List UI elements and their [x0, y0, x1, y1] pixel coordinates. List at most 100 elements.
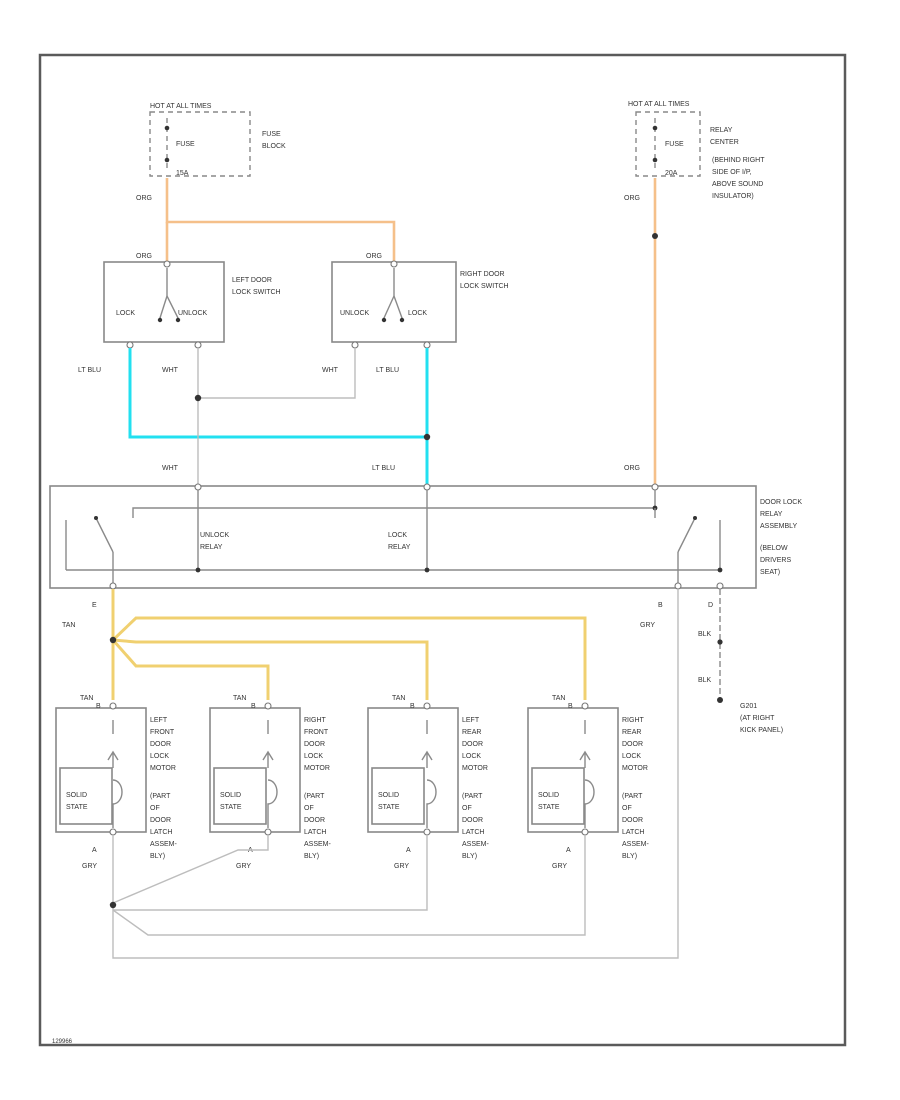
- ground-note-1: (AT RIGHT: [740, 715, 775, 722]
- motor-right-front: SOLID STATE RIGHT FRONT DOOR LOCK MOTOR …: [209, 702, 332, 870]
- fuse-left-amp: 15A: [176, 170, 189, 177]
- part-of-1: (PART: [304, 793, 325, 800]
- part-of-2: OF: [304, 805, 314, 812]
- relay-pin-org: [651, 483, 659, 491]
- ground-circuit: BLK BLK G201 (AT RIGHT KICK PANEL): [698, 589, 783, 734]
- wht-wire-right: [198, 348, 356, 399]
- gry-wire-motor-4: [112, 835, 586, 936]
- left-door-lock-switch: LOCK UNLOCK LEFT DOOR LOCK SWITCH: [103, 260, 281, 349]
- fuse-right-label: FUSE: [665, 141, 684, 148]
- motor-coil: [112, 779, 123, 828]
- relay-node-ground: [717, 567, 723, 573]
- lock-relay-contact-pivot: [693, 516, 697, 520]
- part-of-1: (PART: [462, 793, 483, 800]
- relay-assembly-name-3: ASSEMBLY: [760, 523, 798, 530]
- part-of-4: LATCH: [462, 829, 484, 836]
- left-switch-box: [103, 261, 225, 343]
- motor-name-2: FRONT: [150, 729, 175, 736]
- gry-label-relay: GRY: [640, 622, 655, 629]
- part-of-2: OF: [622, 805, 632, 812]
- left-switch-name-1: LEFT DOOR: [232, 277, 272, 284]
- motor-name-1: RIGHT: [622, 717, 645, 724]
- relay-pin-d-label: D: [708, 602, 713, 609]
- part-of-6: BLY): [304, 853, 319, 860]
- part-of-1: (PART: [622, 793, 643, 800]
- part-of-6: BLY): [622, 853, 637, 860]
- motor-name-3: DOOR: [622, 741, 643, 748]
- solid-state-module: [59, 767, 113, 825]
- unlock-relay-label-1: UNLOCK: [200, 532, 230, 539]
- motor-name-1: LEFT: [462, 717, 480, 724]
- relay-pin-b-label: B: [658, 602, 663, 609]
- fuse-right-terminal-bottom: [652, 157, 658, 163]
- relay-pin-b: [674, 582, 682, 590]
- relay-center-label-2: CENTER: [710, 139, 739, 146]
- motor-feed: [579, 720, 591, 768]
- part-of-6: BLY): [150, 853, 165, 860]
- motor-pin-a-label: A: [92, 847, 97, 854]
- left-switch-blade-unlock: [166, 295, 179, 319]
- motor-name-4: LOCK: [150, 753, 169, 760]
- part-of-2: OF: [150, 805, 160, 812]
- relay-center-note-4: INSULATOR): [712, 193, 754, 200]
- solid-state-2: STATE: [66, 804, 88, 811]
- gry-label-motor: GRY: [236, 863, 251, 870]
- motor-left-front: SOLID STATE LEFT FRONT DOOR LOCK MOTOR (…: [55, 702, 178, 870]
- part-of-5: ASSEM-: [304, 841, 332, 848]
- motor-name-2: FRONT: [304, 729, 329, 736]
- part-of-5: ASSEM-: [150, 841, 178, 848]
- relay-center-note-2: SIDE OF I/P,: [712, 169, 752, 176]
- tan-label-motor-1: TAN: [80, 695, 93, 702]
- tan-wire-right-rear: [111, 616, 587, 700]
- motor-feed: [262, 720, 274, 768]
- motor-name-4: LOCK: [622, 753, 641, 760]
- relay-assembly-box: [49, 485, 757, 589]
- relay-pin-e: [109, 582, 117, 590]
- fuse-right-terminal-top: [652, 125, 658, 131]
- gry-label-motor: GRY: [82, 863, 97, 870]
- motor-right-rear: SOLID STATE RIGHT REAR DOOR LOCK MOTOR (…: [527, 702, 650, 870]
- gry-splice: [109, 901, 117, 909]
- org-label-relay: ORG: [624, 465, 640, 472]
- lock-relay-contact: [677, 517, 696, 553]
- right-switch-contact-unlock: [381, 317, 387, 323]
- wht-label-right: WHT: [322, 367, 339, 374]
- gry-wire-motor-3: [113, 835, 428, 911]
- motor-name-4: LOCK: [304, 753, 323, 760]
- wht-label-left: WHT: [162, 367, 179, 374]
- unlock-relay-contact: [95, 517, 114, 553]
- motor-name-1: RIGHT: [304, 717, 327, 724]
- switch-output-wires: LT BLU WHT WHT LT BLU WHT LT BLU: [78, 348, 431, 484]
- solid-state-module: [371, 767, 425, 825]
- right-switch-name-1: RIGHT DOOR: [460, 271, 505, 278]
- part-of-1: (PART: [150, 793, 171, 800]
- door-lock-relay-assembly: UNLOCK RELAY LOCK RELAY DOOR LOCK RELAY …: [49, 483, 802, 609]
- solid-state-1: SOLID: [538, 792, 559, 799]
- diagram-frame: [38, 53, 847, 1047]
- unlock-relay-contact-pivot: [94, 516, 98, 520]
- part-of-4: LATCH: [304, 829, 326, 836]
- left-switch-pin-in: [163, 260, 171, 268]
- right-switch-pos-unlock: UNLOCK: [340, 310, 370, 317]
- lt-blu-label-right: LT BLU: [376, 367, 399, 374]
- motor-name-4: LOCK: [462, 753, 481, 760]
- tan-label-motor-3: TAN: [392, 695, 405, 702]
- left-switch-blade-lock: [159, 295, 168, 319]
- fuse-left-terminal-bottom: [164, 157, 170, 163]
- gry-label-motor: GRY: [394, 863, 409, 870]
- motor-name-3: DOOR: [150, 741, 171, 748]
- part-of-5: ASSEM-: [462, 841, 490, 848]
- diagram-id: 129966: [52, 1039, 73, 1045]
- solid-state-module: [213, 767, 267, 825]
- right-switch-pin-unlock: [351, 341, 359, 349]
- fuse-left-hot-label: HOT AT ALL TIMES: [150, 103, 212, 110]
- relay-pin-lt-blu: [423, 483, 431, 491]
- relay-assembly-name-1: DOOR LOCK: [760, 499, 802, 506]
- solid-state-1: SOLID: [66, 792, 87, 799]
- part-of-3: DOOR: [150, 817, 171, 824]
- solid-state-module: [531, 767, 585, 825]
- lt-blu-label-relay: LT BLU: [372, 465, 395, 472]
- motor-name-5: MOTOR: [622, 765, 648, 772]
- part-of-2: OF: [462, 805, 472, 812]
- lt-blu-wire-left: [128, 348, 427, 439]
